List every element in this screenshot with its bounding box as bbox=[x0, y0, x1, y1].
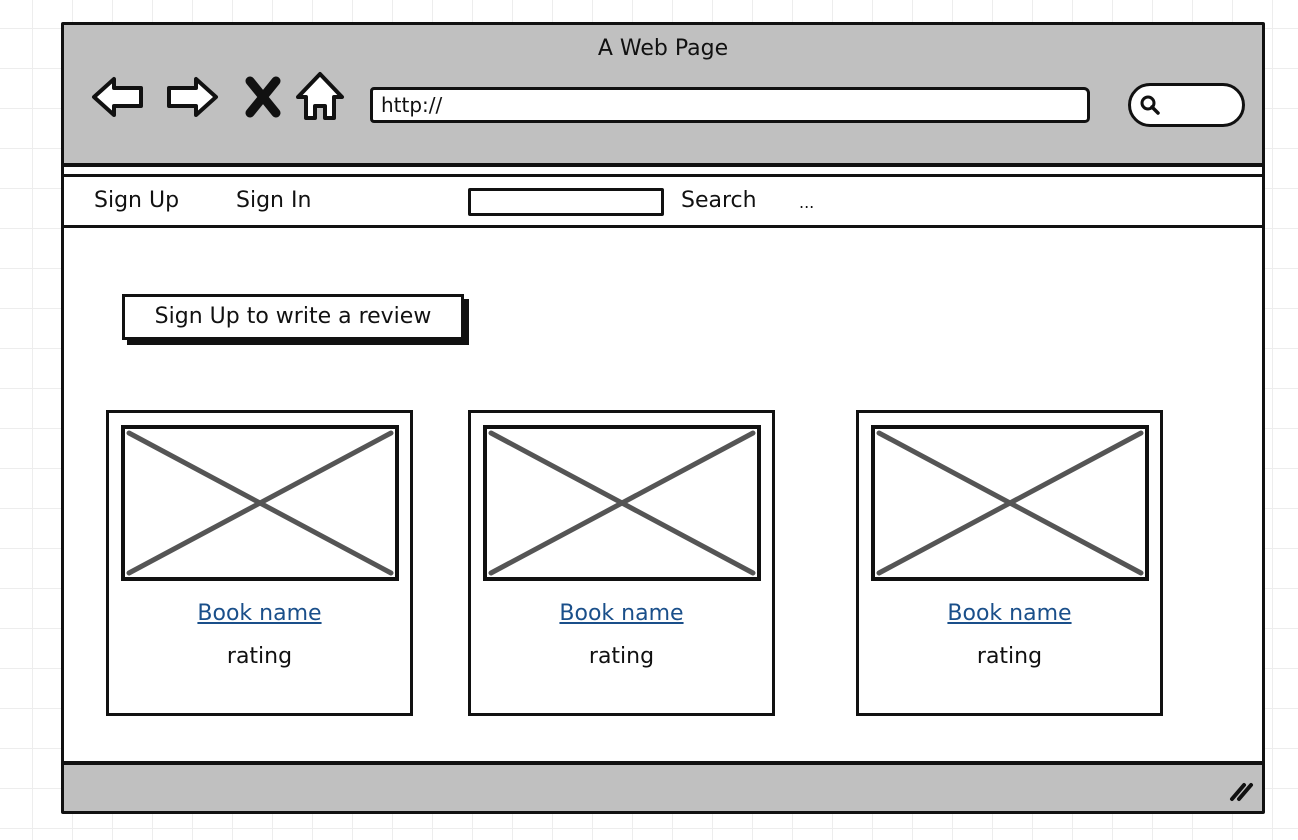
more-menu-item[interactable]: ... bbox=[799, 193, 815, 212]
url-input[interactable]: http:// bbox=[370, 87, 1090, 123]
book-card: Book name rating bbox=[468, 410, 775, 716]
book-rating: rating bbox=[226, 644, 293, 669]
browser-toolbar: A Web Page http:// bbox=[64, 25, 1262, 167]
book-card: Book name rating bbox=[106, 410, 413, 716]
book-image-placeholder bbox=[121, 425, 399, 581]
sign-in-link[interactable]: Sign In bbox=[236, 188, 312, 213]
close-icon[interactable] bbox=[236, 69, 292, 125]
status-bar bbox=[64, 761, 1262, 811]
book-image-placeholder bbox=[483, 425, 761, 581]
search-link[interactable]: Search bbox=[681, 188, 757, 213]
book-name-link[interactable]: Book name bbox=[947, 601, 1072, 626]
back-arrow-icon[interactable] bbox=[90, 69, 146, 125]
book-rating: rating bbox=[976, 644, 1043, 669]
window-title: A Web Page bbox=[597, 36, 729, 61]
resize-grip-icon[interactable] bbox=[1228, 777, 1254, 803]
book-name-link[interactable]: Book name bbox=[559, 601, 684, 626]
book-image-placeholder bbox=[871, 425, 1149, 581]
browser-window: A Web Page http:// bbox=[61, 22, 1265, 814]
search-icon bbox=[1140, 95, 1160, 115]
sign-up-review-button[interactable]: Sign Up to write a review bbox=[122, 294, 464, 340]
book-rating: rating bbox=[588, 644, 655, 669]
book-card: Book name rating bbox=[856, 410, 1163, 716]
site-search-input[interactable] bbox=[468, 188, 664, 216]
home-icon[interactable] bbox=[292, 69, 348, 125]
book-name-link[interactable]: Book name bbox=[197, 601, 322, 626]
forward-arrow-icon[interactable] bbox=[164, 69, 220, 125]
sign-up-link[interactable]: Sign Up bbox=[94, 188, 180, 213]
browser-search-field[interactable] bbox=[1128, 83, 1245, 127]
site-nav-bar: Sign Up Sign In Search ... bbox=[64, 174, 1262, 228]
